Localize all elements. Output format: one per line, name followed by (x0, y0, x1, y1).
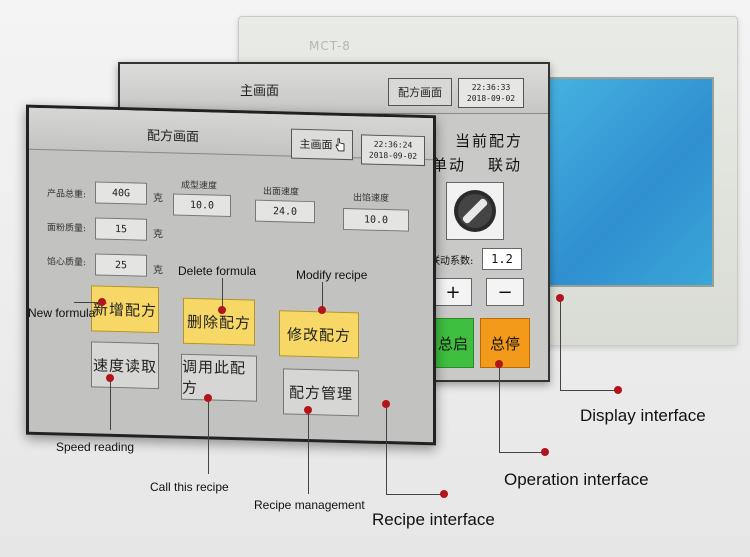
forming-speed-input[interactable]: 10.0 (173, 193, 231, 217)
hand-pointer-icon (335, 138, 344, 152)
recipe-management-button[interactable]: 配方管理 (283, 368, 359, 417)
operation-interface-leader-v (499, 364, 500, 452)
filling-speed-label: 出馅速度 (353, 193, 390, 205)
recipe-clock: 22:36:24 2018-09-02 (361, 134, 425, 167)
operation-interface-marker (495, 360, 503, 368)
decrease-button[interactable]: − (486, 278, 524, 306)
display-interface-annotation: Display interface (580, 406, 706, 425)
filling-weight-unit: 克 (153, 264, 163, 277)
recipe-screen: 配方画面 主画面 22:36:24 2018-09-02 产品总重: 40G 克… (26, 104, 436, 446)
operation-clock: 22:36:33 2018-09-02 (458, 78, 524, 108)
call-recipe-button[interactable]: 调用此配方 (181, 353, 257, 402)
recipe-interface-marker (382, 400, 390, 408)
modify-recipe-marker (318, 306, 326, 314)
delete-formula-leader (222, 278, 223, 308)
operation-interface-end-marker (541, 448, 549, 456)
device-brand: MCT-8 (309, 39, 351, 53)
dough-speed-input[interactable]: 24.0 (255, 199, 315, 224)
operation-interface-annotation: Operation interface (504, 470, 649, 489)
operation-interface-leader-h (499, 452, 545, 453)
call-recipe-marker (204, 394, 212, 402)
mode-single-button[interactable]: 单动 (432, 156, 467, 174)
speed-reading-leader (110, 378, 111, 430)
delete-formula-annotation: Delete formula (178, 264, 257, 278)
recipe-interface-leader-v (386, 404, 387, 494)
modify-recipe-leader (322, 282, 323, 310)
call-recipe-leader (208, 398, 209, 474)
operation-date: 2018-09-02 (466, 94, 516, 103)
recipe-title: 配方画面 (147, 128, 200, 146)
filling-speed-input[interactable]: 10.0 (343, 207, 409, 232)
filling-weight-input[interactable]: 25 (95, 253, 147, 277)
coefficient-label: 联动系数: (430, 256, 474, 267)
new-formula-annotation: New formula (28, 306, 96, 320)
knob-icon (454, 190, 496, 232)
total-weight-label: 产品总重: (47, 189, 87, 201)
speed-reading-marker (106, 374, 114, 382)
coefficient-input[interactable]: 1.2 (482, 248, 522, 270)
recipe-date: 2018-09-02 (368, 150, 418, 161)
increase-button[interactable]: + (434, 278, 472, 306)
recipe-interface-annotation: Recipe interface (372, 510, 495, 529)
forming-speed-label: 成型速度 (181, 180, 218, 192)
main-screen-label: 主画面 (299, 137, 333, 152)
dough-weight-input[interactable]: 15 (95, 217, 147, 241)
new-formula-leader (74, 302, 100, 303)
mode-linked-button[interactable]: 联动 (488, 156, 523, 174)
recipe-management-leader (308, 410, 309, 494)
speed-reading-button[interactable]: 速度读取 (91, 341, 159, 390)
recipe-management-marker (304, 406, 312, 414)
stop-all-button[interactable]: 总停 (480, 318, 530, 368)
recipe-interface-leader-h (386, 494, 444, 495)
recipe-screen-button[interactable]: 配方画面 (388, 78, 452, 106)
recipe-interface-end-marker (440, 490, 448, 498)
operation-time: 22:36:33 (471, 83, 511, 92)
operation-title: 主画面 (240, 84, 280, 99)
display-interface-leader-h (560, 390, 618, 391)
dough-weight-label: 面粉质量: (47, 223, 87, 235)
display-interface-leader-v (560, 298, 561, 390)
modify-recipe-annotation: Modify recipe (296, 268, 368, 282)
modify-recipe-button[interactable]: 修改配方 (279, 310, 359, 359)
delete-formula-marker (218, 306, 226, 314)
recipe-management-annotation: Recipe management (254, 498, 365, 512)
call-recipe-annotation: Call this recipe (150, 480, 229, 494)
dough-weight-unit: 克 (153, 228, 163, 241)
dough-speed-label: 出面速度 (263, 186, 300, 198)
mode-selector-knob[interactable] (446, 182, 504, 240)
speed-reading-annotation: Speed reading (56, 440, 135, 454)
total-weight-unit: 克 (153, 192, 163, 205)
display-interface-end-marker (614, 386, 622, 394)
current-recipe-label: 当前配方 (455, 132, 524, 150)
new-formula-marker (98, 298, 106, 306)
start-all-button[interactable]: 总启 (432, 318, 474, 368)
delete-formula-button[interactable]: 删除配方 (183, 297, 255, 346)
total-weight-input[interactable]: 40G (95, 181, 147, 205)
new-formula-button[interactable]: 新增配方 (91, 285, 159, 334)
filling-weight-label: 馅心质量: (47, 257, 87, 269)
main-screen-button[interactable]: 主画面 (291, 128, 353, 161)
display-interface-marker (556, 294, 564, 302)
